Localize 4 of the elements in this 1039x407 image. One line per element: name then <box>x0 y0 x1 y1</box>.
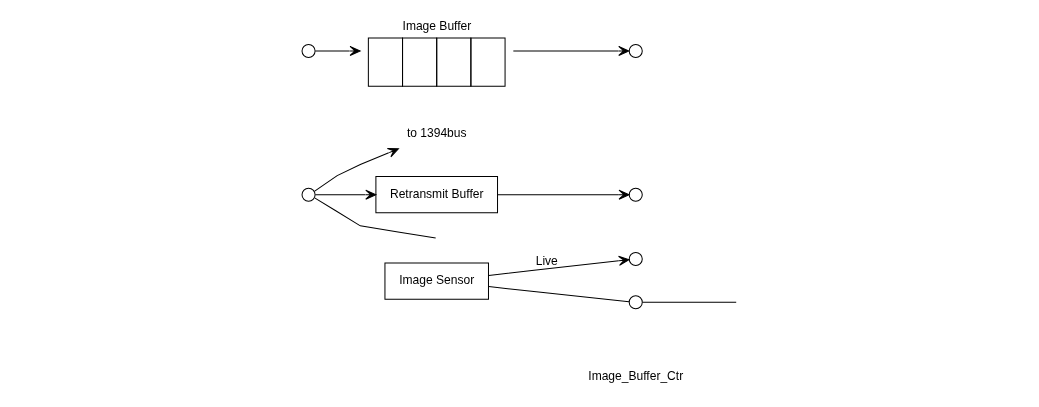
node-text: to 1394bus <box>406 125 467 140</box>
edge-label: Live <box>535 253 558 268</box>
node-label: Image Buffer <box>402 19 472 34</box>
label: Image_Buffer_Ctr <box>588 368 684 383</box>
